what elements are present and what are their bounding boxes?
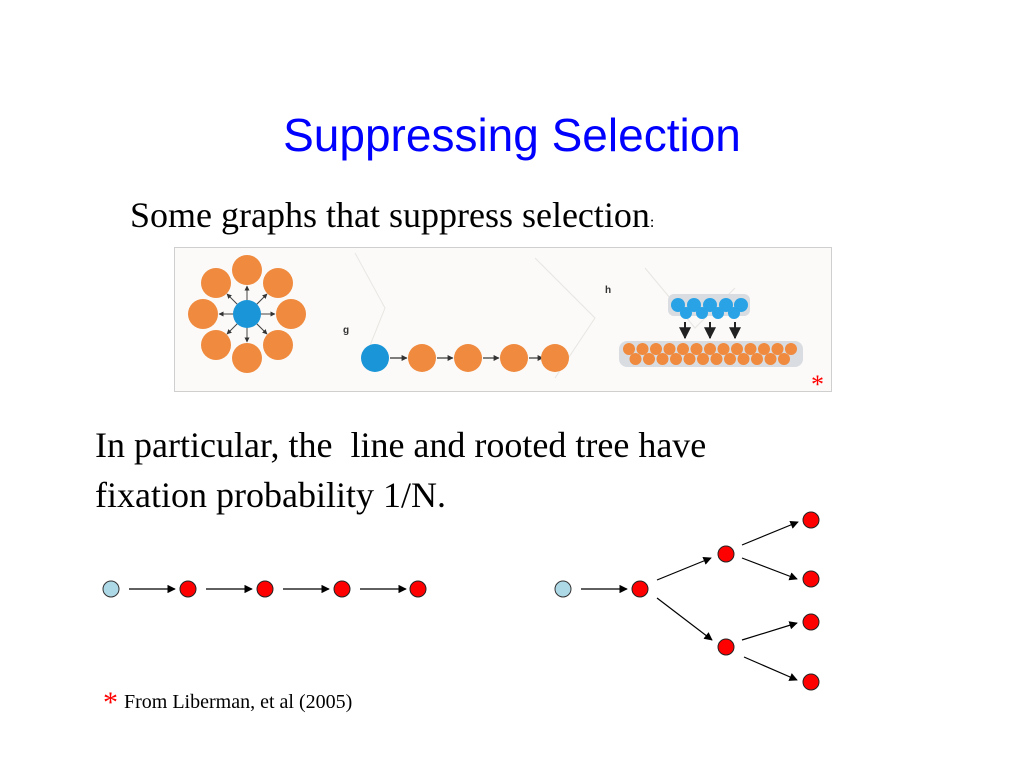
line-node xyxy=(333,580,351,598)
panel-label-h: h xyxy=(605,285,611,296)
figure-image: g h xyxy=(174,247,832,392)
bottom-layer-node xyxy=(690,343,703,355)
bottom-layer-node xyxy=(764,353,777,365)
tree-edge xyxy=(741,557,798,581)
tree-root-node xyxy=(554,580,572,598)
tree-leaf-node xyxy=(802,511,820,529)
bottom-layer-node xyxy=(650,343,662,355)
tree-edge xyxy=(741,621,798,641)
star-leaf-node xyxy=(263,330,293,360)
tree-node xyxy=(717,638,735,656)
tree-node xyxy=(717,545,735,563)
line-node xyxy=(541,344,569,372)
suppressor-graphs-figure: g h xyxy=(188,252,803,379)
body-text: In particular, the line and rooted tree … xyxy=(95,425,707,515)
line-node xyxy=(256,580,274,598)
tree-edge xyxy=(656,556,712,581)
bottom-layer-node xyxy=(724,353,736,365)
line-node xyxy=(408,344,436,372)
bottom-layer-node xyxy=(677,343,689,355)
tree-leaf-node xyxy=(802,613,820,631)
tree-node xyxy=(631,580,649,598)
top-layer-node xyxy=(696,307,708,319)
bottom-layer-node xyxy=(704,343,716,355)
bottom-layer-node xyxy=(656,353,669,365)
top-layer-node xyxy=(671,298,685,312)
tree-edge xyxy=(656,597,713,641)
top-layer-node xyxy=(680,307,692,319)
layered-graph xyxy=(619,294,803,367)
subtitle-text: Some graphs that suppress selection xyxy=(130,195,650,235)
top-layer-node xyxy=(719,298,733,312)
bottom-layer-node xyxy=(636,343,649,355)
bottom-layer-node xyxy=(629,353,642,365)
line-node xyxy=(500,344,528,372)
line-root-node xyxy=(102,580,120,598)
bottom-layer-node xyxy=(710,353,723,365)
bottom-layer-node xyxy=(731,343,743,355)
bottom-layer-node xyxy=(744,343,757,355)
star-leaf-node xyxy=(201,268,231,298)
slide-title: Suppressing Selection xyxy=(283,109,741,161)
line-graph-colored xyxy=(361,344,569,372)
top-layer-node xyxy=(712,307,724,319)
bottom-layer-node xyxy=(623,343,635,355)
bottom-layer-nodes xyxy=(623,343,797,365)
star-leaf-node xyxy=(276,299,306,329)
tree-edge xyxy=(743,656,798,681)
star-leaf-node xyxy=(232,343,262,373)
line-node xyxy=(179,580,197,598)
bottom-layer-node xyxy=(717,343,730,355)
bottom-layer-node xyxy=(697,353,709,365)
bottom-layer-node xyxy=(643,353,655,365)
top-layer-node xyxy=(728,307,740,319)
bottom-layer-node xyxy=(771,343,784,355)
footnote-star: * xyxy=(103,686,118,719)
line-root-node xyxy=(361,344,389,372)
bottom-layer-node xyxy=(670,353,682,365)
tree-edge xyxy=(741,520,799,546)
bottom-layer-node xyxy=(785,343,797,355)
bottom-layer-node xyxy=(663,343,676,355)
line-node xyxy=(409,580,427,598)
bottom-layer-node xyxy=(751,353,763,365)
footnote: * From Liberman, et al (2005) xyxy=(103,684,352,721)
star-leaf-node xyxy=(263,268,293,298)
star-leaf-node xyxy=(232,255,262,285)
line-and-tree-diagrams xyxy=(102,511,820,691)
star-leaf-node xyxy=(201,330,231,360)
top-layer-node xyxy=(703,298,717,312)
footnote-text: From Liberman, et al (2005) xyxy=(124,691,353,713)
tree-leaf-node xyxy=(802,570,820,588)
star-graph xyxy=(188,255,306,373)
rooted-tree xyxy=(554,511,820,691)
bottom-layer-node xyxy=(758,343,770,355)
star-leaf-node xyxy=(188,299,218,329)
star-center-node xyxy=(233,300,261,328)
line-node xyxy=(454,344,482,372)
top-layer-node xyxy=(687,298,701,312)
bottom-layer-node xyxy=(737,353,750,365)
panel-label-g: g xyxy=(343,325,349,336)
citation-star-marker: * xyxy=(811,370,824,399)
subtitle: Some graphs that suppress selection: xyxy=(130,190,654,248)
line-graph xyxy=(102,580,427,598)
tree-leaf-node xyxy=(802,673,820,691)
subtitle-colon: : xyxy=(649,214,655,231)
bottom-layer-node xyxy=(778,353,790,365)
bottom-layer-node xyxy=(683,353,696,365)
